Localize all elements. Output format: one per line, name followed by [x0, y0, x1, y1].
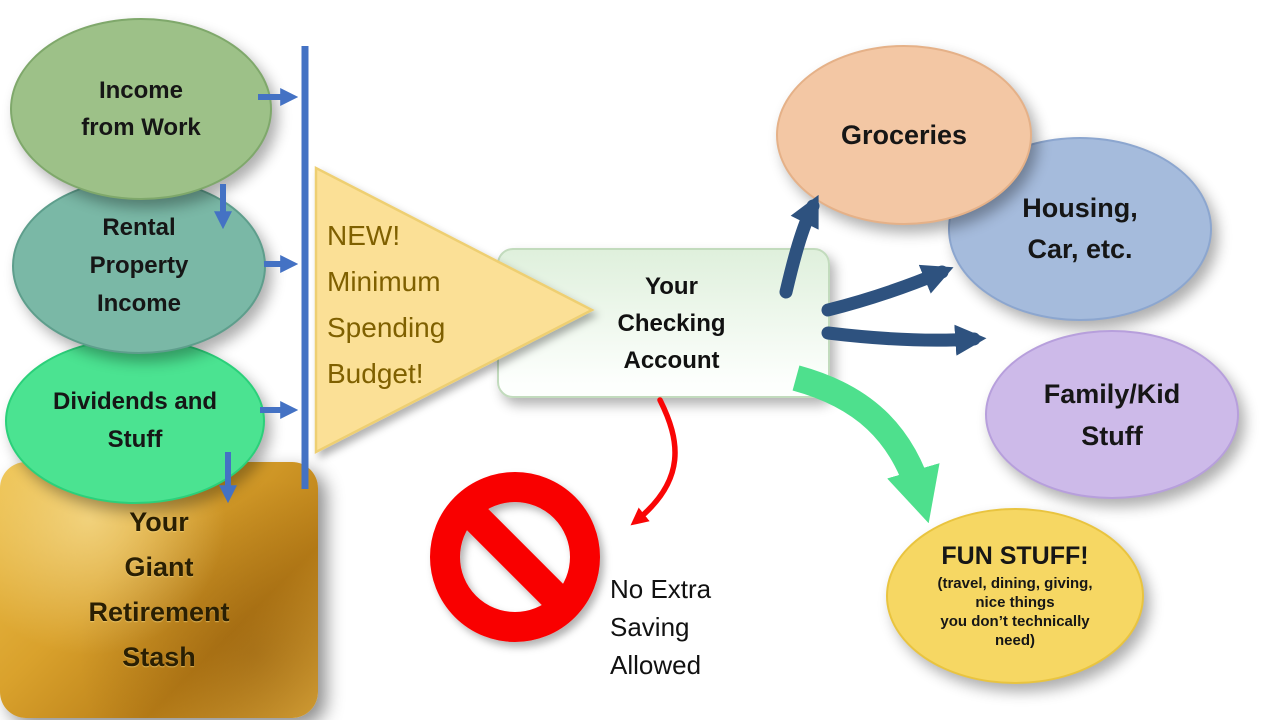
node-family-kid-stuff: Family/Kid Stuff	[985, 330, 1239, 499]
node-rental-property-income: Rental Property Income	[12, 178, 266, 354]
fun-stuff-title: FUN STUFF!	[941, 542, 1089, 570]
housing-label: Housing, Car, etc.	[1022, 193, 1138, 264]
no-symbol-icon	[430, 472, 600, 642]
node-housing-car: Housing, Car, etc.	[948, 137, 1212, 321]
dividends-label: Dividends and Stuff	[52, 388, 218, 453]
fun-stuff-sublabel: (travel, dining, giving, nice things you…	[937, 575, 1093, 649]
node-checking-account: Your Checking Account	[497, 248, 830, 398]
arrow-checking-to-no-saving	[630, 397, 678, 526]
arrow-checking-to-family	[821, 324, 987, 356]
node-groceries: Groceries	[776, 45, 1032, 225]
income-label: Income from Work	[81, 77, 201, 141]
no-extra-saving-note: No Extra Saving Allowed	[610, 574, 712, 680]
rental-label: Rental Property Income	[89, 214, 189, 317]
groceries-label: Groceries	[840, 119, 968, 150]
family-label: Family/Kid Stuff	[1043, 378, 1181, 451]
arrow-checking-to-housing	[821, 264, 954, 317]
node-retirement-stash: Your Giant Retirement Stash	[0, 462, 318, 718]
node-fun-stuff: FUN STUFF! (travel, dining, giving, nice…	[886, 508, 1144, 684]
node-income-from-work: Income from Work	[10, 18, 272, 200]
minimum-spending-budget-label: NEW! Minimum Spending Budget!	[327, 220, 446, 389]
retirement-stash-label: Your Giant Retirement Stash	[88, 507, 230, 672]
checking-account-label: Your Checking Account	[617, 272, 726, 374]
node-dividends-and-stuff: Dividends and Stuff	[5, 338, 265, 504]
